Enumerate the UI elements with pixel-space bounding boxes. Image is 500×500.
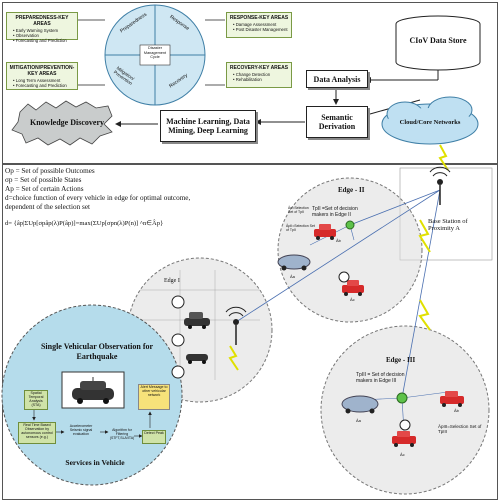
- vehicle-title-line1: Single Vehicular Observation for: [40, 342, 154, 351]
- ciov-data-store-cylinder: [395, 15, 481, 71]
- edge2-tp-label: TpII =Set of decision makers in Edge II: [312, 206, 358, 218]
- edge3-car-c: Âc: [400, 452, 405, 457]
- top-panel: [2, 2, 498, 164]
- knowledge-burst: [11, 100, 113, 146]
- red-car-icon: [440, 391, 464, 407]
- realtime-box: Real Time Based Observation by autonomou…: [18, 422, 56, 444]
- recovery-box: RECOVERY-KEY AREAS Change Detection Reha…: [226, 62, 292, 88]
- edge2-node: [345, 220, 355, 230]
- knowledge-discovery-label: Knowledge Discovery: [30, 118, 104, 127]
- data-analysis-box: Data Analysis: [306, 70, 368, 88]
- red-car-icon: [392, 431, 416, 447]
- edge2-selection-label: ÂpII=Selection Set of TpII: [286, 224, 315, 232]
- response-title: RESPONSE-KEY AREAS: [229, 15, 289, 21]
- accel-label: Accelerometer Seismic signal evaluation: [69, 424, 93, 436]
- recovery-title: RECOVERY-KEY AREAS: [229, 65, 289, 71]
- def-op: Op = Set of possible Outcomes: [5, 167, 95, 175]
- mitigation-item: Long Term Assessment: [13, 78, 77, 83]
- preparedness-box: PREPAREDNESS-KEY AREAS Early Warning Sys…: [6, 12, 78, 43]
- preparedness-title: PREPAREDNESS-KEY AREAS: [15, 15, 69, 27]
- mitigation-item: Forecasting and Prediction: [13, 83, 77, 88]
- recovery-item: Change Detection: [233, 72, 291, 77]
- preparedness-item: Early Warning System: [13, 28, 77, 33]
- response-item: Post Disaster Management: [233, 27, 291, 32]
- algo-label: Algorithm for Filtering (STFT,SLA/ITA): [109, 428, 135, 440]
- ml-box: Machine Learning, Data Mining, Deep Lear…: [160, 110, 256, 142]
- edge2-car-a: Âa: [290, 274, 295, 279]
- preparedness-item: Forecasting and Prediction: [13, 38, 77, 43]
- response-item: Damage Assessment: [233, 22, 291, 27]
- edge3-tp-label: TpIII = Set of decision makers in Edge I…: [356, 372, 405, 384]
- edge1-title: Edge I: [164, 278, 180, 284]
- mitigation-box: MITIGATION/PREVENTION-KEY AREAS Long Ter…: [6, 62, 78, 90]
- edge3-car-b: Âb: [454, 408, 459, 413]
- blue-car-icon: [277, 254, 311, 271]
- autonomous-vehicle-icon: [61, 371, 125, 409]
- edge3-title: Edge - III: [386, 356, 416, 364]
- edge2-title: Edge - II: [338, 186, 365, 194]
- base-station-label: Base Station of Proximity A: [428, 218, 468, 233]
- edge3-selection-label: ÂpIII=Selection Set of TpIII: [438, 424, 482, 434]
- preparedness-item: Observation: [13, 33, 77, 38]
- def-formula: d= {âp|ΣUp[σpâp(λ)P(âp)]=max(ΣUp[σpn(λ)P…: [5, 220, 164, 227]
- spatial-box: Spatial Temporal Analysis (STA): [24, 390, 48, 410]
- tower-icon-edge1: [225, 306, 247, 345]
- cloud-shape: [381, 96, 479, 145]
- edge2-car-b: Âb: [336, 238, 341, 243]
- cloud-label: Cloud/Core Networks: [399, 119, 461, 126]
- red-car-icon: [342, 280, 364, 296]
- def-d1: d=choice function of every vehicle in ed…: [5, 194, 191, 202]
- semantic-derivation-box: Semantic Derivation: [306, 106, 368, 138]
- cycle-center-label: Disaster Management Cycle: [143, 46, 167, 60]
- mitigation-title: MITIGATION/PREVENTION-KEY AREAS: [9, 65, 75, 77]
- disaster-cycle: [104, 4, 206, 106]
- detect-peak-box: Detect Peak: [142, 430, 166, 444]
- vehicle-title: Single Vehicular Observation for Earthqu…: [22, 342, 172, 361]
- def-d2: dependent of the selection set: [5, 203, 91, 211]
- vehicle-title-line2: Earthquake: [76, 351, 118, 361]
- tower-icon: [429, 166, 451, 205]
- black-car-icon: [186, 354, 208, 364]
- red-car-icon: [314, 224, 336, 240]
- recovery-item: Rehabilitation: [233, 77, 291, 82]
- edge3-car-a: Âa: [356, 418, 361, 423]
- alert-message-box: Alert Message to other vehicular network: [138, 384, 170, 410]
- def-ap: Ap = Set of certain Actions: [5, 185, 84, 193]
- edge2-car-c: Âc: [350, 297, 355, 302]
- edge3-node: [396, 392, 408, 404]
- response-box: RESPONSE-KEY AREAS Damage Assessment Pos…: [226, 12, 292, 38]
- def-sp: σp = Set of possible States: [5, 176, 82, 184]
- black-car-icon: [184, 312, 210, 329]
- blue-car-icon: [341, 395, 379, 414]
- vehicle-footer: Services in Vehicle: [65, 458, 125, 467]
- edge2-ap-label: Âp=Selection Set of TpII: [288, 206, 309, 214]
- ciov-data-store-label: CIoV Data Store: [409, 36, 467, 45]
